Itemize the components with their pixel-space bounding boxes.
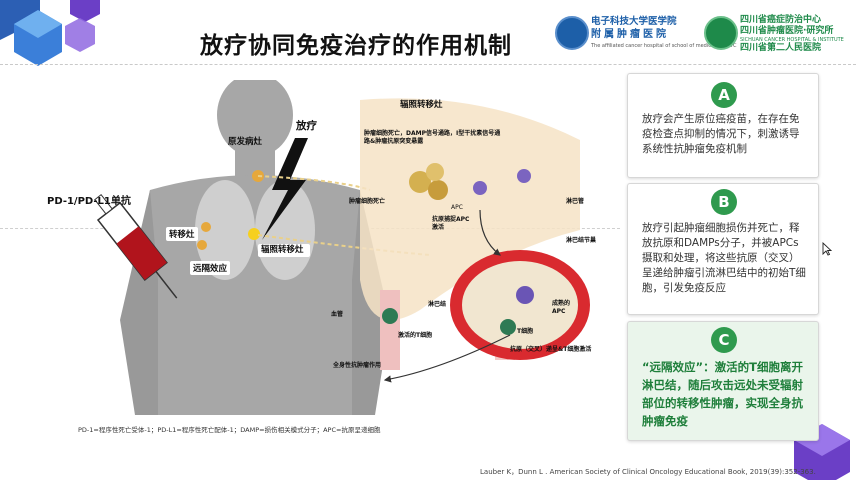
radiation-bolt-icon: [262, 138, 308, 240]
card-a-text: 放疗会产生原位癌疫苗，在存在免疫检查点抑制的情况下，刺激诱导系统性抗肿瘤免疫机制: [642, 113, 800, 155]
label-irradiated-metastasis-title: 辐照转移灶: [400, 100, 443, 110]
label-t-cell: T细胞: [517, 328, 534, 335]
label-apc: APC: [451, 204, 463, 211]
tumor-cells-icon: [409, 163, 448, 200]
logo-sichuan-sub: SICHUAN CANCER HOSPITAL & INSTITUTE: [740, 37, 844, 43]
logo-sichuan-line1: 四川省癌症防治中心: [740, 15, 822, 25]
badge-a: A: [711, 82, 737, 108]
card-b: B 放疗引起肿瘤细胞损伤并死亡，释放抗原和DAMPs分子，并被APCs摄取和处理…: [627, 183, 819, 315]
label-tumor-cell-death: 肿瘤细胞死亡: [349, 198, 386, 205]
label-antibody: PD-1/PD-L1单抗: [47, 196, 131, 207]
label-lymph-node: 淋巴结: [428, 301, 447, 308]
logo-sichuan-line2: 四川省肿瘤医院·研究所: [740, 26, 834, 36]
logo-uestc-line1: 电子科技大学医学院: [591, 16, 677, 27]
apc-cell-icon: [473, 169, 531, 195]
badge-b: B: [711, 189, 737, 215]
label-cross-presentation: 抗原（交叉）递呈&T细胞激活: [510, 346, 592, 353]
metastasis-left-icon: [201, 222, 211, 232]
label-activated-t: 激活的T细胞: [398, 332, 433, 339]
hospital-logo-uestc: 电子科技大学医学院 附属肿瘤医院 The affiliated cancer h…: [553, 14, 736, 54]
card-c: C “远隔效应”：激活的T细胞离开淋巴结，随后攻击远处未受辐射部位的转移性肿瘤，…: [627, 321, 819, 441]
card-c-text: “远隔效应”：激活的T细胞离开淋巴结，随后攻击远处未受辐射部位的转移性肿瘤，实现…: [642, 360, 803, 428]
slide-title: 放疗协同免疫治疗的作用机制: [200, 33, 512, 59]
badge-c: C: [711, 327, 737, 353]
hospital-logo-sichuan: 四川省癌症防治中心 四川省肿瘤医院·研究所 SICHUAN CANCER HOS…: [704, 14, 854, 54]
card-a: A 放疗会产生原位癌疫苗，在存在免疫检查点抑制的情况下，刺激诱导系统性抗肿瘤免疫…: [627, 73, 819, 178]
uestc-emblem-icon: [555, 16, 589, 50]
syringe-icon: [94, 194, 178, 299]
citation: Lauber K，Dunn L . American Society of Cl…: [480, 468, 816, 476]
tissue-region: [360, 98, 580, 320]
abbreviation-footnote: PD-1=程序性死亡受体-1；PD-L1=程序性死亡配体-1；DAMP=损伤相关…: [78, 426, 381, 434]
label-radiotherapy: 放疗: [296, 120, 317, 132]
label-primary-tumor: 原发病灶: [228, 137, 263, 147]
logo-uestc-sub: The affiliated cancer hospital of school…: [591, 43, 737, 49]
label-mature-apc: 成熟的APC: [552, 300, 571, 315]
corner-decoration-top-left: [0, 0, 100, 66]
label-abscopal: 远隔效应: [190, 261, 231, 275]
label-death-signal: 肿瘤细胞死亡，DAMP信号通路，I型干扰素信号通路&肿瘤抗原突变悬露: [364, 130, 501, 145]
label-irradiated-metastasis: 辐照转移灶: [258, 244, 310, 257]
mechanism-diagram: [94, 80, 590, 415]
label-systemic: 全身性抗肿瘤作用: [333, 362, 382, 369]
label-lymph-vessel: 淋巴管: [566, 198, 585, 205]
sichuan-emblem-icon: [704, 16, 738, 50]
label-metastasis: 转移灶: [166, 227, 198, 241]
logo-sichuan-line3: 四川省第二人民医院: [740, 43, 822, 53]
header-divider: [0, 64, 856, 65]
label-blood-vessel: 血管: [331, 311, 344, 318]
label-antigen-capture: 抗原捕捉APC激活: [432, 216, 470, 231]
card-b-text: 放疗引起肿瘤细胞损伤并死亡，释放抗原和DAMPs分子，并被APCs摄取和处理，将…: [642, 222, 806, 294]
irradiated-metastasis-icon: [248, 228, 260, 240]
mouse-cursor-icon: [822, 242, 832, 256]
label-lymph-follicle: 淋巴结节巢: [566, 237, 597, 244]
abscopal-tumor-icon: [197, 240, 207, 250]
logo-uestc-line2: 附属肿瘤医院: [591, 29, 669, 40]
